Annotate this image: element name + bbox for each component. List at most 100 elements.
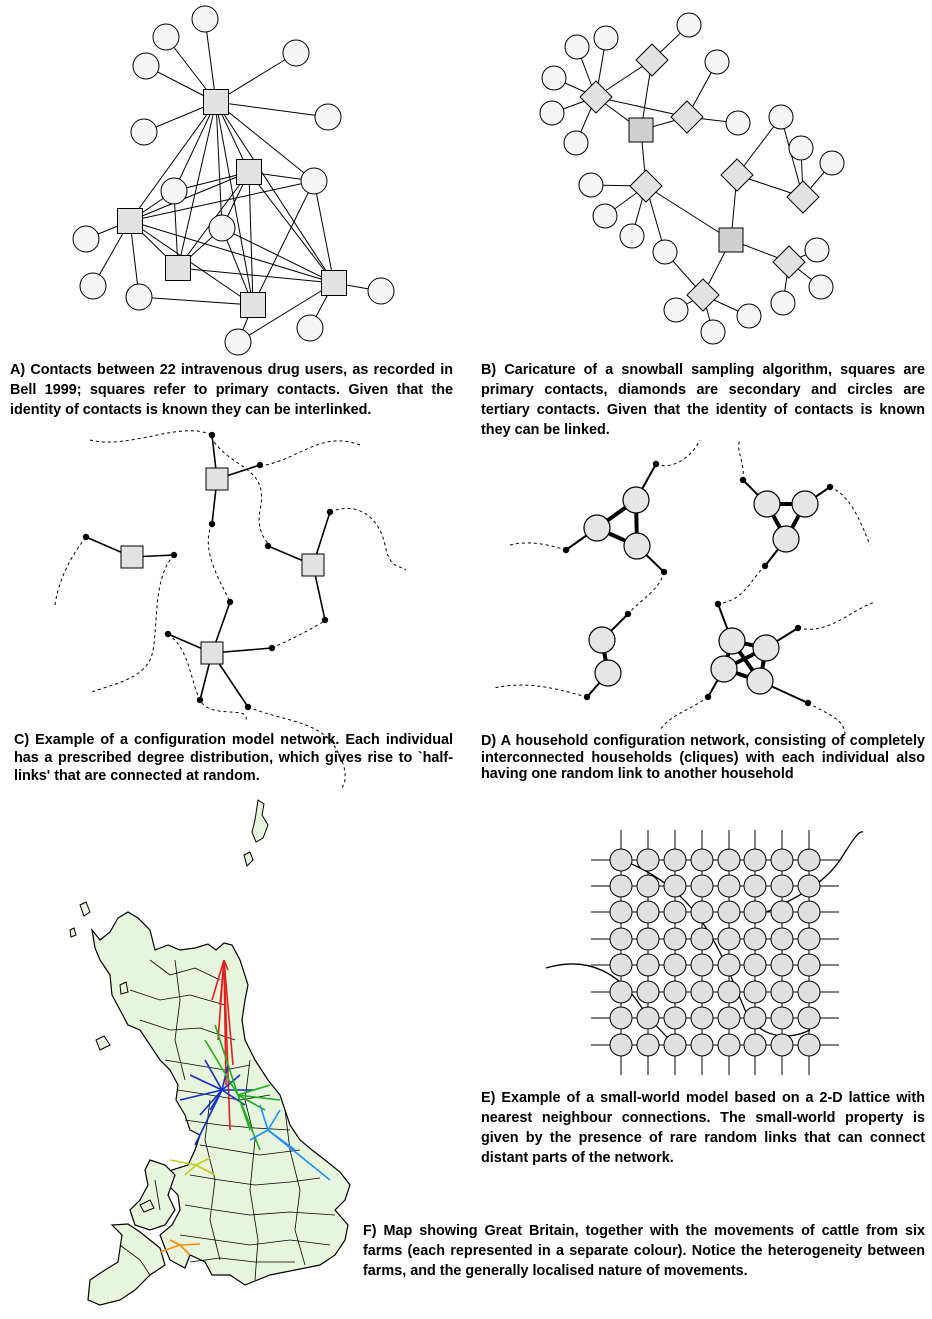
tertiary-contact-node bbox=[808, 274, 834, 300]
random-link bbox=[807, 702, 846, 736]
lattice-node bbox=[797, 900, 821, 924]
lattice-node bbox=[609, 953, 633, 977]
lattice-node bbox=[609, 874, 633, 898]
county-border bbox=[119, 1244, 151, 1276]
county-border bbox=[204, 1099, 221, 1261]
farm-6-movement bbox=[179, 1244, 191, 1256]
tertiary-contact-node bbox=[770, 290, 796, 316]
random-link bbox=[717, 565, 766, 605]
half-link-end bbox=[652, 460, 660, 468]
random-link bbox=[89, 430, 213, 443]
caption-a: A) Contacts between 22 intravenous drug … bbox=[10, 362, 453, 418]
lattice-node bbox=[743, 874, 767, 898]
household-member-node bbox=[791, 490, 819, 518]
lattice-node bbox=[690, 848, 714, 872]
island bbox=[243, 851, 254, 867]
lattice-node bbox=[663, 874, 687, 898]
tertiary-contact-node bbox=[296, 314, 324, 342]
half-link-end bbox=[794, 624, 802, 632]
lattice-node bbox=[636, 874, 660, 898]
half-link-end bbox=[208, 520, 216, 528]
contact-edge bbox=[215, 101, 254, 306]
lattice-node bbox=[717, 848, 741, 872]
random-link bbox=[91, 554, 175, 693]
secondary-contact-node bbox=[686, 278, 720, 312]
half-link-end bbox=[761, 562, 769, 570]
random-long-link bbox=[545, 963, 671, 1041]
county-border bbox=[149, 959, 221, 981]
contact-edge bbox=[215, 101, 335, 284]
tertiary-contact-node bbox=[788, 135, 814, 161]
half-link-end bbox=[804, 699, 812, 707]
half-link-end bbox=[196, 696, 204, 704]
contact-edge bbox=[215, 101, 315, 182]
lattice-node bbox=[717, 980, 741, 1004]
lattice-node bbox=[797, 980, 821, 1004]
farm-3-movement bbox=[237, 1084, 271, 1096]
household-member-node bbox=[772, 525, 800, 553]
farm-3-movement bbox=[237, 1094, 281, 1101]
tertiary-contact-node bbox=[652, 239, 678, 265]
lattice-node bbox=[717, 953, 741, 977]
lattice-node bbox=[663, 953, 687, 977]
random-link bbox=[659, 696, 709, 731]
random-link bbox=[210, 436, 270, 547]
tertiary-contact-node bbox=[804, 237, 830, 263]
random-link bbox=[259, 440, 361, 467]
island bbox=[79, 901, 91, 917]
half-link-end bbox=[624, 610, 632, 618]
contact-edge bbox=[204, 18, 217, 103]
lattice-node bbox=[690, 874, 714, 898]
lattice-node bbox=[609, 927, 633, 951]
half-link-end bbox=[208, 431, 216, 439]
half-link-end bbox=[170, 551, 178, 559]
tertiary-contact-node bbox=[72, 225, 100, 253]
lattice-node bbox=[717, 900, 741, 924]
lattice-node bbox=[636, 900, 660, 924]
lattice-node bbox=[690, 953, 714, 977]
lattice-node bbox=[609, 848, 633, 872]
farm-5-movement bbox=[195, 1157, 211, 1166]
lattice-node bbox=[743, 848, 767, 872]
tertiary-contact-node bbox=[736, 303, 762, 329]
household-member-node bbox=[710, 655, 738, 683]
tertiary-contact-node bbox=[539, 100, 565, 126]
random-link bbox=[738, 439, 744, 481]
lattice-node bbox=[663, 900, 687, 924]
half-link-end bbox=[826, 483, 834, 491]
wales bbox=[129, 1159, 176, 1231]
half-link-end bbox=[244, 703, 252, 711]
primary-contact-node bbox=[236, 159, 262, 185]
county-border bbox=[184, 1204, 336, 1216]
panel-e-small-world-lattice bbox=[545, 830, 864, 1075]
farm-5-movement bbox=[184, 1164, 197, 1176]
island bbox=[139, 1199, 155, 1213]
farm-3-movement bbox=[204, 1039, 239, 1096]
lattice-node bbox=[797, 1033, 821, 1057]
lattice-node bbox=[743, 900, 767, 924]
farm-2-movement bbox=[204, 1059, 223, 1091]
primary-contact-node bbox=[117, 208, 143, 234]
household-member-node bbox=[623, 532, 651, 560]
household-member-node bbox=[622, 486, 650, 514]
lattice-node bbox=[609, 1006, 633, 1030]
lattice-node bbox=[770, 953, 794, 977]
individual-node bbox=[200, 641, 224, 665]
tertiary-contact-node bbox=[191, 5, 219, 33]
lattice-node bbox=[717, 1033, 741, 1057]
lattice-node bbox=[663, 848, 687, 872]
half-link-end bbox=[660, 568, 668, 576]
primary-contact-node bbox=[240, 292, 266, 318]
lattice-node bbox=[770, 848, 794, 872]
panel-d-household-network bbox=[493, 439, 876, 736]
half-link-end bbox=[739, 476, 747, 484]
farm-2-movement bbox=[194, 1089, 223, 1146]
tertiary-contact-node bbox=[314, 103, 342, 131]
half-link-end bbox=[264, 542, 272, 550]
tertiary-contact-node bbox=[619, 223, 645, 249]
lattice-node bbox=[609, 1033, 633, 1057]
lattice-node bbox=[636, 1033, 660, 1057]
tertiary-contact-node bbox=[593, 25, 619, 51]
tertiary-contact-node bbox=[578, 172, 604, 198]
contact-edge bbox=[313, 180, 335, 284]
